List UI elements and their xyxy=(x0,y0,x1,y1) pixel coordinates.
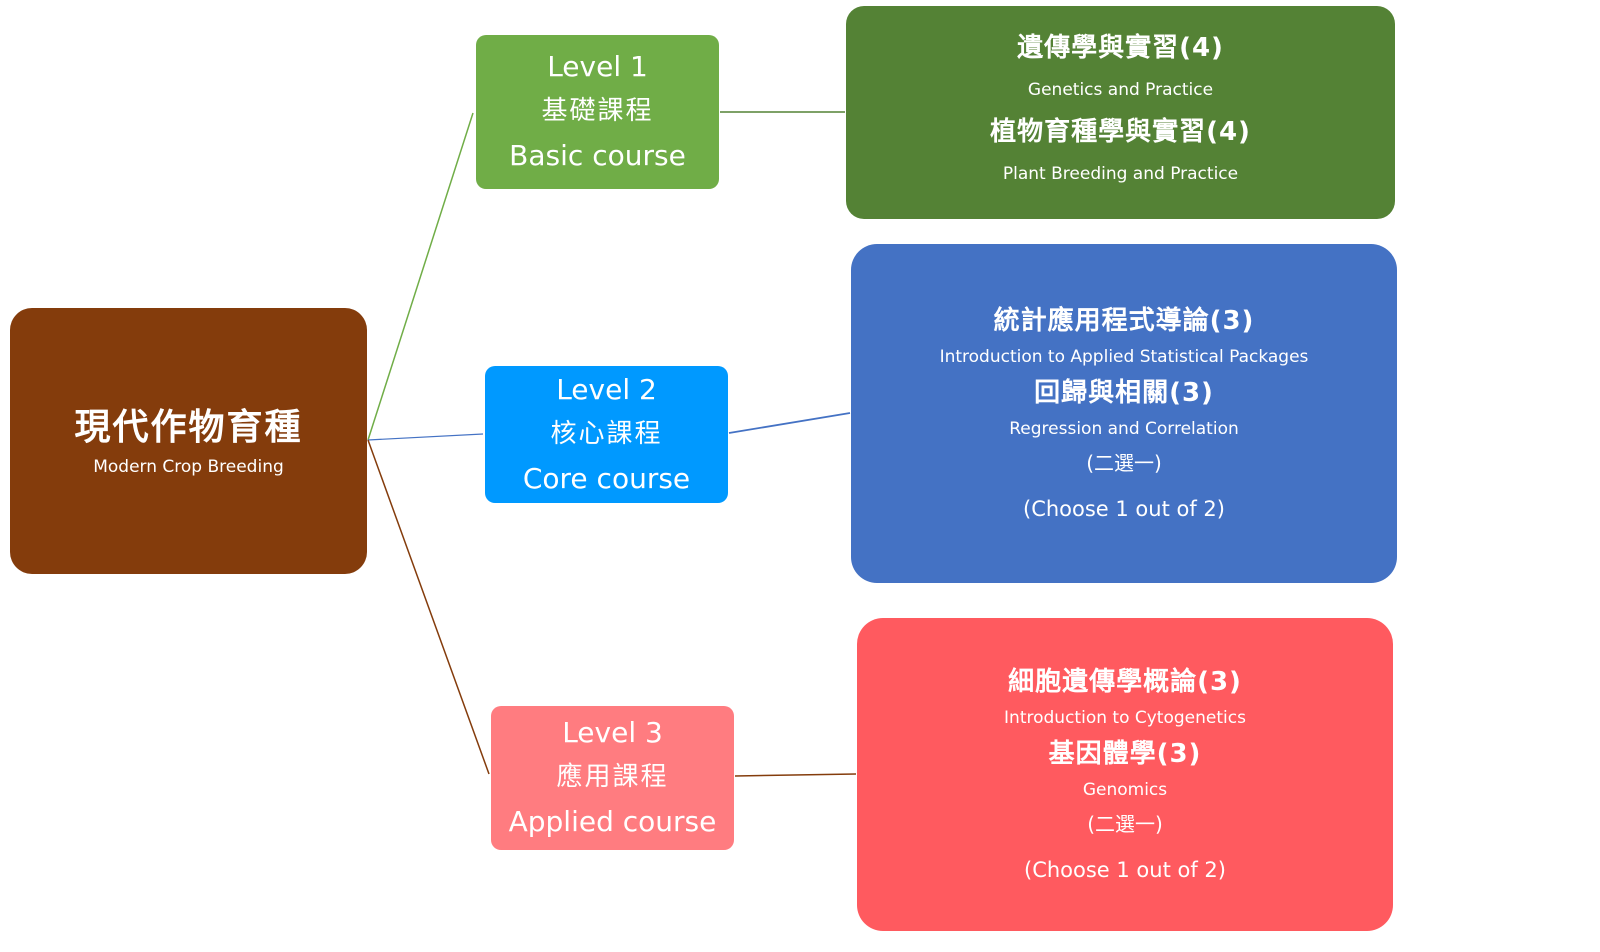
course-title-zh: 統計應用程式導論(3) xyxy=(993,305,1255,336)
link-root-level3 xyxy=(367,439,490,775)
level-3-label: Level 3 xyxy=(562,716,663,749)
course-title-en: Genomics xyxy=(1082,779,1168,800)
level-1-name-zh: 基礎課程 xyxy=(541,96,654,126)
root-title-en: Modern Crop Breeding xyxy=(93,457,284,477)
course-title-en: Introduction to Cytogenetics xyxy=(1004,707,1246,728)
course-title-en: Introduction to Applied Statistical Pack… xyxy=(939,346,1309,367)
level-1-node: Level 1 基礎課程 Basic course xyxy=(476,35,719,189)
choice-note-zh: (二選一) xyxy=(1086,450,1162,475)
level-2-label: Level 2 xyxy=(556,372,657,406)
course-title-zh: 細胞遺傳學概論(3) xyxy=(1008,666,1242,697)
link-root-level2 xyxy=(367,433,484,441)
level-3-name-en: Applied course xyxy=(508,805,717,838)
course-title-zh: 基因體學(3) xyxy=(1048,738,1202,769)
course-title-zh: 遺傳學與實習(4) xyxy=(1017,32,1224,63)
level-3-name-zh: 應用課程 xyxy=(556,762,669,792)
level-1-label: Level 1 xyxy=(547,50,648,83)
course-title-en: Genetics and Practice xyxy=(1027,79,1214,100)
choice-note-en: (Choose 1 out of 2) xyxy=(1024,857,1226,882)
link-level2-card xyxy=(728,412,851,434)
root-title-zh: 現代作物育種 xyxy=(74,407,303,448)
link-level3-card xyxy=(734,773,857,777)
level-3-courses-card: 細胞遺傳學概論(3) Introduction to Cytogenetics … xyxy=(857,618,1393,931)
level-1-courses-card: 遺傳學與實習(4) Genetics and Practice 植物育種學與實習… xyxy=(846,6,1395,219)
level-3-node: Level 3 應用課程 Applied course xyxy=(491,706,734,850)
level-2-node: Level 2 核心課程 Core course xyxy=(485,366,728,503)
course-title-zh: 植物育種學與實習(4) xyxy=(990,116,1251,147)
level-2-courses-card: 統計應用程式導論(3) Introduction to Applied Stat… xyxy=(851,244,1397,583)
choice-note-en: (Choose 1 out of 2) xyxy=(1023,496,1225,521)
level-2-name-zh: 核心課程 xyxy=(550,418,663,449)
root-node: 現代作物育種 Modern Crop Breeding xyxy=(10,308,367,574)
level-1-name-en: Basic course xyxy=(509,139,686,172)
link-root-level1 xyxy=(367,112,474,441)
course-title-en: Plant Breeding and Practice xyxy=(1002,163,1239,184)
level-2-name-en: Core course xyxy=(522,461,691,495)
course-title-zh: 回歸與相關(3) xyxy=(1034,377,1214,408)
course-title-en: Regression and Correlation xyxy=(1009,418,1239,439)
choice-note-zh: (二選一) xyxy=(1087,811,1163,836)
